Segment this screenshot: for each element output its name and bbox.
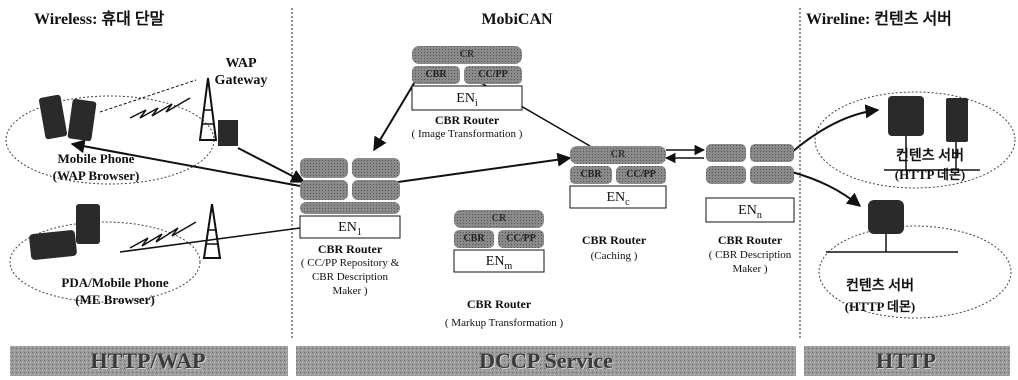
eni-chip-cr: CR <box>459 49 475 60</box>
eni-title: CBR Router <box>434 113 500 127</box>
link-phone-gateway <box>99 79 197 113</box>
enm-title: CBR Router <box>466 297 532 311</box>
server-1-daemon: (HTTP 데몬) <box>894 167 966 182</box>
enn-router-chips <box>705 144 795 223</box>
enn-id: ENn <box>738 203 762 221</box>
enm-chip-ccpp: CC/PP <box>506 233 536 244</box>
link-en1-phone <box>70 139 301 187</box>
zone-title-wireline: Wireline: 컨텐츠 서버 <box>806 11 952 28</box>
server-device-2 <box>826 200 958 253</box>
wap-browser-label: (WAP Browser) <box>52 168 140 183</box>
me-browser-label: (ME Browser) <box>75 292 155 307</box>
link-gateway-en1 <box>237 147 306 183</box>
eni-box <box>411 85 523 111</box>
eni-router-chips <box>411 46 523 111</box>
band-left <box>10 346 288 376</box>
server-2-label: 컨텐츠 서버 <box>846 279 914 294</box>
enm-id: ENm <box>485 254 513 272</box>
en1-id: EN1 <box>338 220 362 238</box>
enm-chip-cbr: CBR <box>463 233 485 244</box>
enm-box <box>453 249 545 273</box>
enm-router-chips <box>453 210 545 273</box>
eni-chip-ccpp: CC/PP <box>478 69 508 80</box>
server-2-daemon: (HTTP 데몬) <box>844 299 916 314</box>
zone-title-wireless: Wireless: 휴대 단말 <box>34 11 165 28</box>
link-enn-server1 <box>791 104 880 153</box>
link-en1-enc <box>397 152 572 183</box>
link-eni-en1 <box>373 79 417 152</box>
eni-chip-cbr: CBR <box>425 69 447 80</box>
wap-gateway-label-line1: WAP <box>225 56 257 71</box>
eni-id: ENi <box>456 91 478 109</box>
server-cluster-2 <box>818 225 1012 319</box>
enc-desc: (Caching ) <box>590 250 638 262</box>
pda-label: PDA/Mobile Phone <box>61 275 169 290</box>
en1-desc-1: ( CC/PP Repository & <box>300 257 400 269</box>
server-1-label: 컨텐츠 서버 <box>896 149 964 164</box>
en1-desc-3: Maker ) <box>332 285 368 297</box>
mobile-phone-label: Mobile Phone <box>57 151 135 166</box>
enn-title: CBR Router <box>717 233 783 247</box>
enn-desc-2: Maker ) <box>732 263 768 275</box>
band-middle-label: DCCP Service <box>479 348 613 373</box>
en1-box <box>299 215 401 239</box>
zone-title-mobican: MobiCAN <box>481 11 553 28</box>
band-middle <box>296 346 796 376</box>
server-device-1 <box>884 96 980 171</box>
band-right <box>804 346 1010 376</box>
wireless-signal-2 <box>129 221 197 249</box>
eni-desc: ( Image Transformation ) <box>411 128 523 140</box>
enc-chip-cbr: CBR <box>580 169 602 180</box>
wireless-signal-1 <box>129 97 191 119</box>
en1-desc-2: CBR Description <box>311 271 389 283</box>
enc-chip-ccpp: CC/PP <box>626 169 656 180</box>
enc-title: CBR Router <box>581 233 647 247</box>
en1-router-chips <box>299 158 401 239</box>
antenna-tower-1 <box>198 77 238 146</box>
enc-chip-cr: CR <box>610 149 626 160</box>
enc-box <box>569 185 667 209</box>
enc-router-chips <box>569 146 667 209</box>
mobile-phone-device <box>38 94 97 142</box>
band-left-label: HTTP/WAP <box>90 348 206 373</box>
enm-desc: ( Markup Transformation ) <box>444 317 564 329</box>
pda-device <box>29 204 100 260</box>
link-en1-pda <box>119 227 301 253</box>
wap-gateway-label-line2: Gateway <box>214 73 268 88</box>
en1-title: CBR Router <box>317 242 383 256</box>
pda-cluster <box>9 221 201 303</box>
antenna-tower-2 <box>202 203 222 259</box>
enm-chip-cr: CR <box>491 213 507 224</box>
enc-id: ENc <box>606 190 630 208</box>
enn-desc-1: ( CBR Description <box>708 249 792 261</box>
enn-box <box>705 197 795 223</box>
band-right-label: HTTP <box>876 348 936 373</box>
server-cluster-1 <box>814 91 1016 189</box>
link-enn-server2 <box>791 171 862 207</box>
